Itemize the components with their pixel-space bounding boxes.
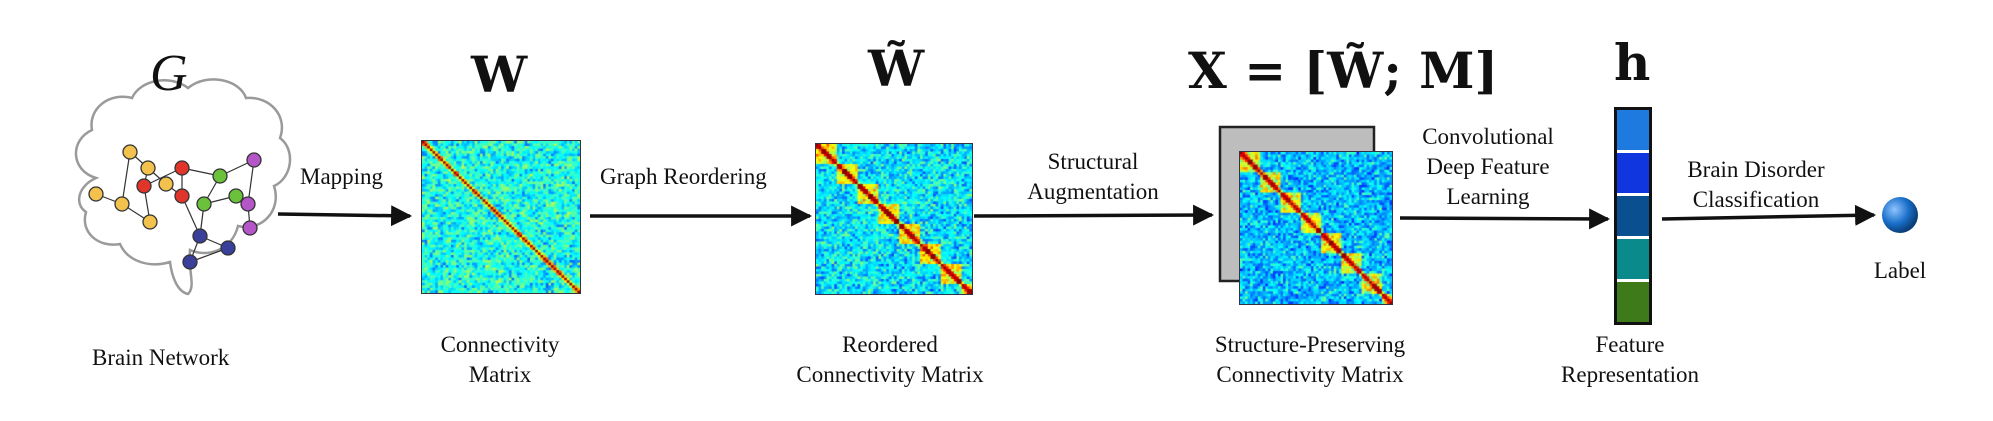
stage-brain-network: Brain Network [92,345,230,370]
brain-node [182,254,198,270]
feature-cell-1 [1617,110,1649,153]
structure-preserving-matrix [1239,151,1393,305]
feature-cell-5 [1617,282,1649,322]
brain-node [174,188,190,204]
brain-node [212,168,228,184]
brain-edge [121,151,131,205]
feature-vector [1614,107,1652,325]
brain-node [140,160,156,176]
symbol-weight-matrix: W [471,45,528,104]
symbol-reordered-matrix: W̃ [868,39,925,98]
brain-node [196,196,212,212]
brain-outline [74,78,292,296]
arrow-mapping [277,205,413,227]
symbol-feature: h [1614,33,1651,92]
brain-node [240,196,256,212]
feature-cell-4 [1617,239,1649,282]
reordered-connectivity-matrix [815,143,973,295]
brain-node [228,188,244,204]
brain-node [114,196,130,212]
step-mapping: Mapping [300,164,384,189]
brain-node [158,176,174,192]
brain-node [246,152,262,168]
connectivity-matrix [421,140,581,294]
feature-cell-2 [1617,153,1649,196]
brain-node [136,178,152,194]
brain-node [192,228,208,244]
symbol-augmented-matrix: X = [W̃; M] [1188,41,1499,100]
stage-label: Label [1873,258,1927,283]
brain-node [122,144,138,160]
brain-network-graphic [74,78,292,296]
arrow-structural-augmentation [973,204,1215,226]
brain-node [174,160,190,176]
brain-node [142,214,158,230]
label-ball-icon [1882,197,1918,233]
symbol-graph: G [150,45,188,102]
step-graph-reordering: Graph Reordering [600,164,767,189]
brain-node [242,220,258,236]
arrow-classification [1661,204,1877,226]
arrow-deep-feature-learning [1399,208,1611,230]
feature-cell-3 [1617,196,1649,239]
brain-node [88,186,104,202]
brain-node [220,240,236,256]
